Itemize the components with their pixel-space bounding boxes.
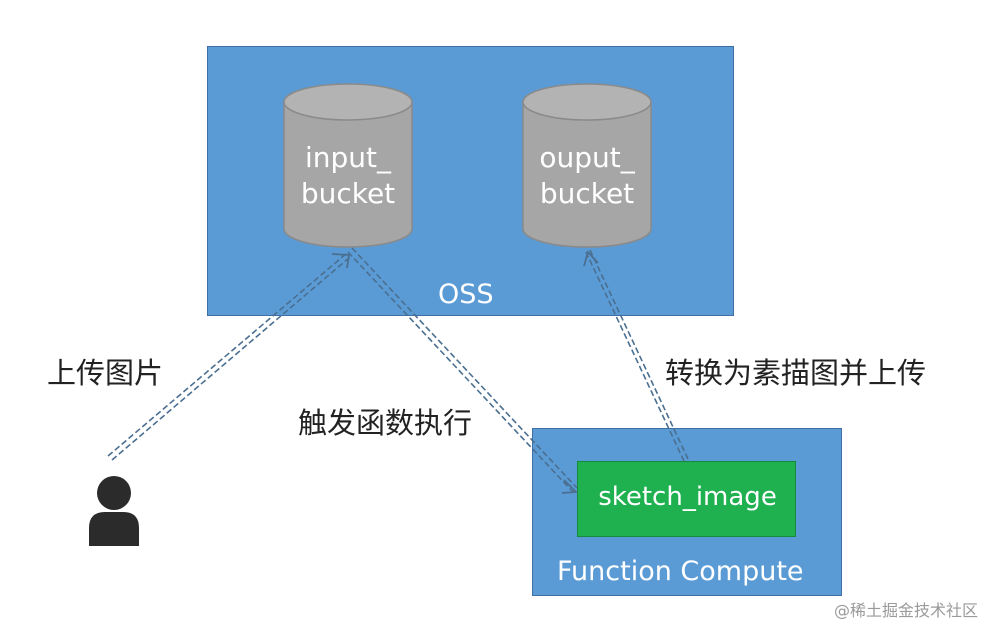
edge-label-upload: 上传图片 — [47, 356, 164, 390]
output-bucket-name-line2: bucket — [539, 177, 635, 210]
oss-label: OSS — [438, 279, 494, 310]
arrow-trigger-head — [561, 479, 579, 494]
person-icon — [77, 472, 151, 552]
arrow-trigger — [347, 247, 578, 493]
arrow-upload — [107, 252, 351, 461]
input-bucket-name-line1: input_ — [304, 141, 392, 174]
output-bucket-name-line1: ouput_ — [539, 141, 635, 174]
sketch-image-function: sketch_image — [577, 461, 796, 537]
edge-label-convert: 转换为素描图并上传 — [665, 356, 927, 390]
function-name: sketch_image — [598, 482, 777, 512]
cylinder-icon — [283, 83, 413, 248]
arrow-convert-head — [583, 250, 599, 267]
edge-label-trigger: 触发函数执行 — [298, 406, 473, 440]
watermark: @稀土掘金技术社区 — [833, 601, 978, 620]
input-bucket-name-line2: bucket — [300, 177, 396, 210]
output-bucket: ouput_ bucket — [522, 83, 652, 248]
arrow-upload-head — [331, 253, 351, 269]
function-compute-label: Function Compute — [557, 556, 804, 587]
cylinder-icon — [522, 83, 652, 248]
arrow-convert — [585, 249, 689, 462]
input-bucket: input_ bucket — [283, 83, 413, 248]
